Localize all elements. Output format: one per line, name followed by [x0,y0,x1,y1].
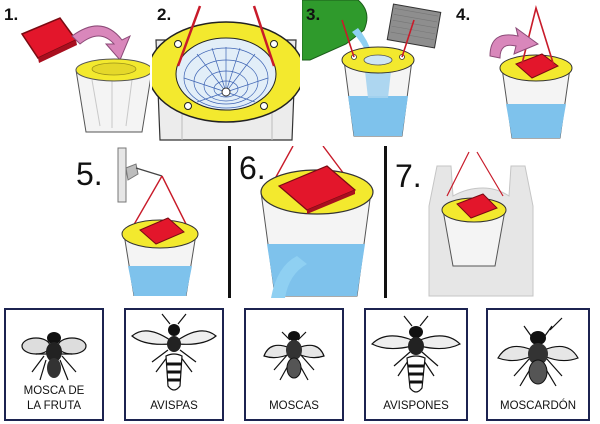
step-3-number: 3. [306,5,321,24]
step-6-number: 6. [239,150,266,186]
bait-packet-icon [386,3,442,49]
step-1-number: 1. [4,5,19,24]
step-7-number: 7. [395,158,422,194]
step-4-number: 4. [456,5,471,24]
step-5-panel: 5. [70,146,220,296]
blowfly-icon [497,317,579,387]
insect-card-blowfly: MOSCARDÓN [486,308,590,421]
insect-label: MOSCAS [269,399,319,412]
step-6-illustration [260,146,374,298]
step-2-illustration [152,5,300,141]
insect-card-hornet: AVISPONES [364,308,468,421]
step-3-panel: 3. [302,0,448,142]
step-5-number: 5. [76,156,103,192]
step-7-panel: 7. [384,146,535,298]
green-bottle-icon [302,0,368,61]
step-1-illustration [20,17,150,133]
insect-label: AVISPONES [383,399,449,412]
wall-bracket-icon [117,147,127,203]
wasp-icon [131,313,217,391]
step-4-illustration [489,5,573,139]
red-cap-icon [20,17,78,63]
insect-card-wasp: AVISPAS [124,308,224,421]
step-6-panel: 6. [228,146,383,298]
fly-icon [263,331,325,381]
step-1-panel: 1. [0,0,150,142]
insect-card-fruit-fly: MOSCA DE LA FRUTA [4,308,104,421]
insect-label: MOSCARDÓN [499,399,577,412]
curved-arrow-icon [71,25,131,61]
fruit-fly-icon [21,332,87,381]
step-2-panel: 2. [152,0,300,142]
step-4-panel: 4. [450,0,600,142]
water-drain-icon [271,256,307,298]
step-5-illustration [117,147,199,296]
insect-card-fly: MOSCAS [244,308,344,421]
hornet-icon [370,315,462,393]
step-2-number: 2. [157,5,172,24]
insect-label: MOSCA DE LA FRUTA [23,385,85,412]
step-7-illustration [428,151,534,297]
insect-label: AVISPAS [150,399,198,412]
curved-arrow-icon [489,26,540,59]
step-3-illustration [302,0,442,137]
